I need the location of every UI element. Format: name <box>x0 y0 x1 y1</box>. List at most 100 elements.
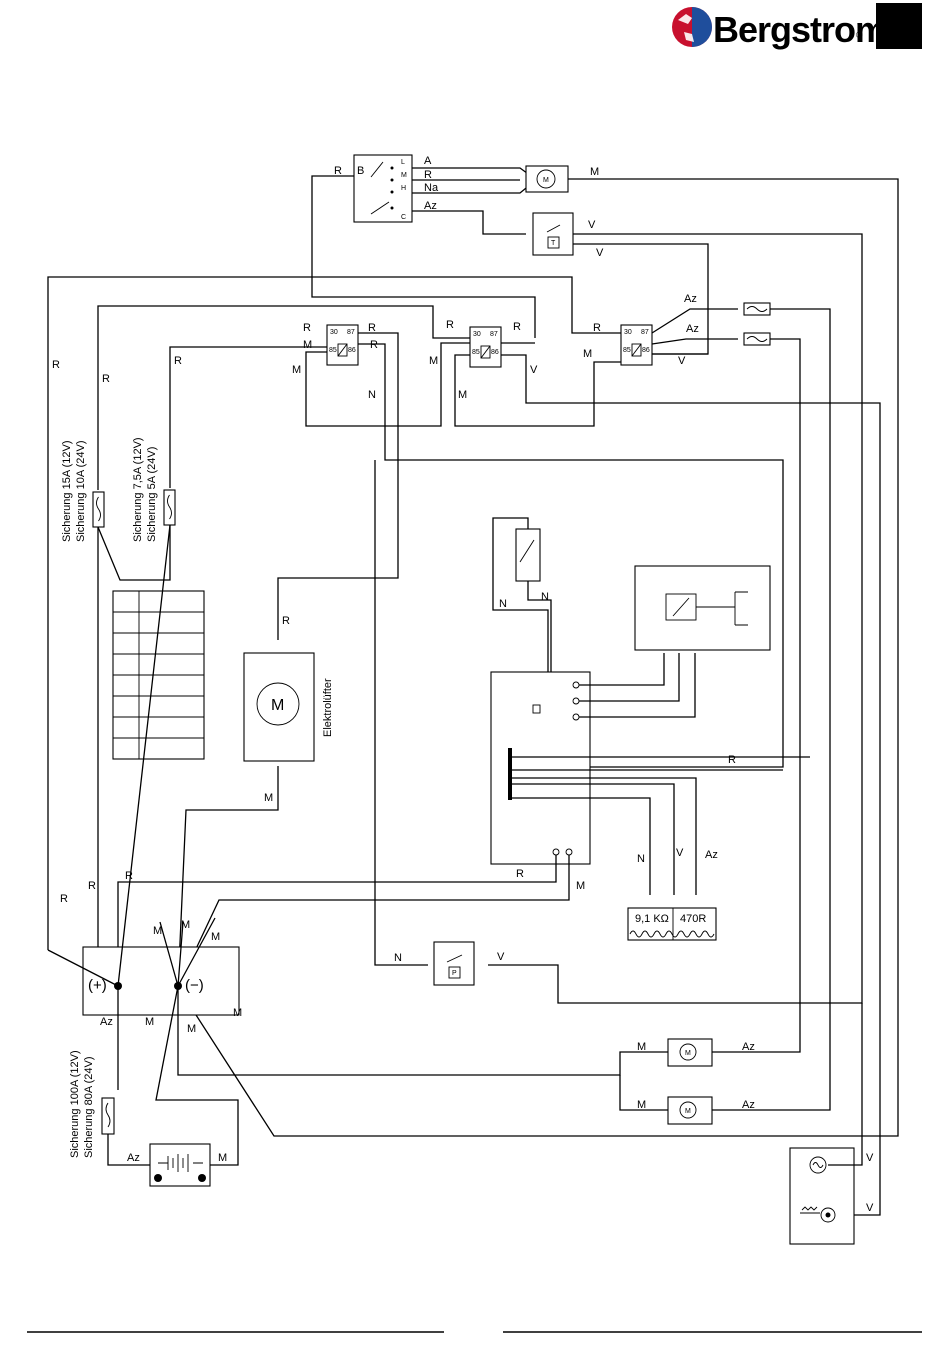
relay-2-pin-86: 86 <box>491 349 499 356</box>
fuse-3-label-12v: Sicherung 100A (12V) <box>69 1050 81 1158</box>
wire-label-r-bus1: R <box>125 870 133 882</box>
wire-label-r-left3: R <box>174 355 182 367</box>
fuse-2 <box>163 489 176 526</box>
fuse-1-label-12v: Sicherung 15A (12V) <box>61 440 73 542</box>
wire-label-m-bus3: M <box>211 931 220 943</box>
wire-label-r-module: R <box>728 754 736 766</box>
fuse-right-bottom <box>743 332 771 346</box>
relay-3-pin-87: 87 <box>641 329 649 336</box>
fuse-1 <box>92 491 105 528</box>
wire-label-v-res: V <box>676 847 684 859</box>
wire-label-az-ef1: Az <box>742 1041 755 1053</box>
wire-label-r-left2: R <box>102 373 110 385</box>
bus-minus: (−) <box>185 977 204 994</box>
relay-3-pin-30: 30 <box>624 329 632 336</box>
wire-label-r-r1a: R <box>303 322 311 334</box>
wire-label-r-r2a: R <box>446 319 454 331</box>
relay-1-pin-87: 87 <box>347 329 355 336</box>
wire-label-na: Na <box>424 182 439 194</box>
wire-label-m-bot: M <box>576 880 585 892</box>
wire-label-m-bus1: M <box>153 925 162 937</box>
relay-1-pin-86: 86 <box>348 347 356 354</box>
switch-terminal-m: M <box>401 172 407 179</box>
condenser-fan-motor: M <box>243 652 315 762</box>
wire-label-v-thermo1: V <box>588 219 596 231</box>
wire-label-r-left: R <box>52 359 60 371</box>
wire-label-a: A <box>424 155 432 167</box>
main-fuse <box>101 1097 115 1135</box>
wire-label-m-batt: M <box>218 1152 227 1164</box>
wire-label-v-thermo2: V <box>596 247 604 259</box>
wire-label-r-r1c: R <box>370 339 378 351</box>
wire-label-m-blower: M <box>590 166 599 178</box>
wire-label-r-r3: R <box>593 322 601 334</box>
battery <box>149 1143 211 1187</box>
relay-3-pin-85: 85 <box>623 347 631 354</box>
wire-label-m-b3: M <box>233 1007 242 1019</box>
fuse-right-top <box>743 302 771 316</box>
wire-label-az-r3a: Az <box>684 293 697 305</box>
wire-label-r-r2b: R <box>513 321 521 333</box>
battery-plus-icon <box>154 1174 162 1182</box>
pressure-relay-module <box>634 565 771 651</box>
selector-switch: B L M H C <box>353 154 413 223</box>
relay-1-pin-85: 85 <box>329 347 337 354</box>
switch-terminal-c: C <box>401 214 406 221</box>
fuse-2-label-24v: Sicherung 5A (24V) <box>146 447 158 542</box>
resistor-9k1: 9,1 KΩ <box>635 913 669 925</box>
wire-label-m-b2: M <box>187 1023 196 1035</box>
terminal-strip <box>112 590 205 760</box>
wire-label-m-r1b: M <box>292 364 301 376</box>
wire-label-r-r1b: R <box>368 322 376 334</box>
wire-label-az-r3b: Az <box>686 323 699 335</box>
wire-label-az-res: Az <box>705 849 718 861</box>
ground-bus: (+) (−) <box>82 946 240 1016</box>
wire-label-r-bus2: R <box>88 880 96 892</box>
brand-name: Bergstrom <box>713 9 886 50</box>
resistor-pack: 9,1 KΩ 470R <box>627 907 717 941</box>
compressor-clutch <box>789 1147 855 1245</box>
resistor-470r: 470R <box>680 913 706 925</box>
wire-label-m-r3: M <box>583 348 592 360</box>
relay-2: 30 87 85 86 <box>469 326 502 368</box>
wire-label-r-fan: R <box>282 615 290 627</box>
pressure-switch-symbol: P <box>452 970 457 977</box>
wire-label-az-thermo: Az <box>424 200 437 212</box>
wire-label-n-res: N <box>637 853 645 865</box>
wire-label-v-r3: V <box>678 355 686 367</box>
switch-terminal-l: L <box>401 159 405 166</box>
wire-label-n-c2: N <box>541 591 549 603</box>
relay-2-pin-30: 30 <box>473 331 481 338</box>
evaporator-fan-1-symbol: M <box>685 1050 691 1057</box>
fuse-1-label-24v: Sicherung 10A (24V) <box>75 440 87 542</box>
evaporator-fan-2: M <box>667 1096 713 1125</box>
wire-label-m-ef2: M <box>637 1099 646 1111</box>
wire-label-r-switch: R <box>334 165 342 177</box>
switch-terminal-h: H <box>401 185 406 192</box>
fuse-3-label-24v: Sicherung 80A (24V) <box>83 1056 95 1158</box>
wire-label-az-bus: Az <box>100 1016 113 1028</box>
wire-label-m-bus2: M <box>181 919 190 931</box>
thermostat-symbol: T <box>551 240 556 247</box>
blower-motor-symbol: M <box>543 177 549 184</box>
pressure-switch: P <box>433 941 475 986</box>
wire-label-n-c1: N <box>499 598 507 610</box>
fuse-2-label-12v: Sicherung 7,5A (12V) <box>132 437 144 542</box>
evaporator-fan-1: M <box>667 1038 713 1067</box>
relay-1-pin-30: 30 <box>330 329 338 336</box>
wire-label-m-ef1: M <box>637 1041 646 1053</box>
wire-label-m-r2: M <box>429 355 438 367</box>
wire-label-v-p: V <box>497 951 505 963</box>
wire-label-n-r1: N <box>368 389 376 401</box>
relay-2-pin-87: 87 <box>490 331 498 338</box>
corner-block <box>876 3 922 49</box>
condenser-fan-symbol: M <box>271 697 284 714</box>
relay-3-pin-86: 86 <box>642 347 650 354</box>
wire-label-n-p: N <box>394 952 402 964</box>
wire-label-m-b1: M <box>145 1016 154 1028</box>
wire-label-v-cc1: V <box>866 1152 874 1164</box>
wire-label-v-cc2: V <box>866 1202 874 1214</box>
blower-motor: M <box>525 165 569 193</box>
relay-3: 30 87 85 86 <box>620 324 653 366</box>
